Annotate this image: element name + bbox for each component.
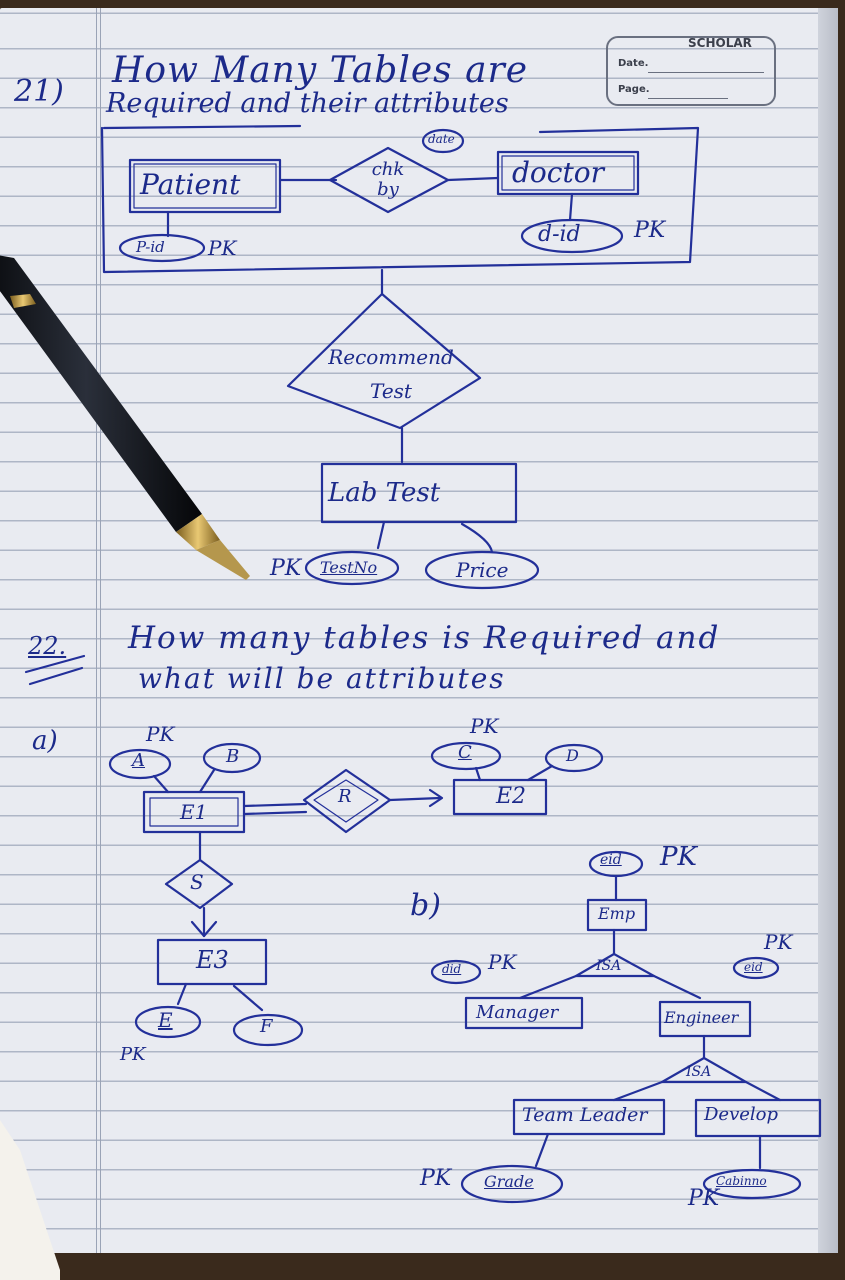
question-22-title-2: what will be attributes [138, 662, 506, 695]
price-label: Price [456, 558, 509, 582]
b-label: B [226, 746, 240, 767]
s-label: S [190, 870, 204, 894]
lab-test-label: Lab Test [328, 478, 441, 508]
question-22-number: 22. [28, 632, 67, 660]
c-attribute [430, 741, 502, 771]
paper-scrap [0, 1120, 60, 1280]
isa-label-2: ISA [686, 1064, 712, 1080]
r-identifying-relationship [302, 768, 392, 834]
grade-attribute [460, 1164, 564, 1204]
date-line [648, 72, 764, 73]
cabinno-label: Cabinno [716, 1174, 767, 1188]
pk-label: PK [660, 842, 697, 872]
s-relationship [164, 858, 234, 910]
e1-label: E1 [180, 800, 208, 824]
engineer-label: Engineer [664, 1008, 739, 1027]
emp-entity [586, 898, 648, 932]
developer-entity [694, 1098, 822, 1138]
pk-label: PK [120, 1044, 146, 1065]
margin-line [96, 8, 97, 1253]
test-no-label: TestNo [320, 558, 378, 577]
doctor-label: doctor [512, 156, 604, 189]
date-label: Date. [618, 58, 649, 69]
e3-entity [156, 938, 268, 986]
pk-label: PK [488, 950, 517, 974]
manager-label: Manager [476, 1002, 559, 1023]
margin-line [100, 8, 101, 1253]
pk-label: PK [270, 556, 302, 581]
p-id-label: P-id [136, 238, 165, 256]
isa-triangle-1 [574, 952, 656, 978]
d-label: D [566, 746, 579, 765]
recommend-test-relationship [286, 292, 482, 430]
a-attribute [108, 748, 172, 780]
e-label: E [158, 1008, 173, 1032]
price-attribute [424, 550, 540, 590]
pk-label: PK [634, 218, 666, 243]
date-page-box [606, 36, 776, 106]
lab-test-entity [320, 462, 518, 524]
a-label: A [132, 750, 145, 771]
isa-triangle-2 [660, 1056, 748, 1084]
r-label: R [338, 786, 352, 807]
pk-label: PK [208, 236, 237, 260]
d-id-attribute [520, 218, 624, 254]
question-22-title: How many tables is Required and [128, 620, 721, 656]
eid-attribute-2 [732, 956, 780, 980]
brand-label: SCHOLAR [688, 36, 752, 50]
team-leader-label: Team Leader [522, 1104, 648, 1126]
cabinno-attribute [702, 1168, 802, 1200]
did-attribute [430, 959, 482, 985]
b-attribute [202, 742, 262, 774]
aggregation-box [100, 126, 700, 274]
date-label: date [428, 132, 455, 146]
pk-label: PK [146, 722, 175, 746]
d-attribute [544, 743, 604, 773]
notebook-page [0, 8, 838, 1253]
doctor-entity [496, 150, 640, 196]
recommend-test-label: Recommend Test [328, 345, 454, 403]
test-no-attribute [304, 550, 400, 586]
pk-label: PK [420, 1166, 452, 1191]
page-line [648, 98, 728, 99]
pk-label: PK [470, 714, 499, 738]
did-label: did [442, 962, 462, 976]
d-id-label: d-id [538, 222, 581, 247]
team-leader-entity [512, 1098, 666, 1136]
e2-label: E2 [496, 784, 527, 809]
date-attribute [421, 128, 465, 154]
eid-label: eid [600, 852, 622, 868]
e3-label: E3 [196, 946, 229, 974]
developer-label: Develop [704, 1104, 779, 1125]
e1-weak-entity [142, 790, 246, 834]
part-b-label: b) [410, 888, 441, 923]
question-21-title: How Many Tables are [112, 50, 529, 91]
emp-label: Emp [598, 904, 636, 923]
chk-by-label: chk by [371, 159, 405, 200]
eid-label-2: eid [744, 960, 763, 974]
part-a-label: a) [32, 726, 58, 756]
manager-entity [464, 996, 584, 1030]
question-21-number: 21) [14, 74, 64, 109]
page-label: Page. [618, 84, 650, 95]
f-label: F [260, 1016, 273, 1037]
patient-entity [128, 158, 282, 214]
chk-by-relationship [328, 146, 450, 214]
pk-label: PK [688, 1186, 720, 1211]
e-attribute [134, 1005, 202, 1039]
e2-entity [452, 778, 548, 816]
p-id-attribute [118, 233, 206, 263]
notebook-binding [818, 8, 838, 1253]
f-attribute [232, 1013, 304, 1047]
c-label: C [458, 742, 472, 763]
patient-label: Patient [140, 168, 241, 201]
question-21-title-2: Required and their attributes [106, 88, 509, 119]
pk-label: PK [764, 930, 793, 954]
pen-image [0, 255, 250, 580]
isa-label: ISA [596, 958, 622, 974]
grade-label: Grade [484, 1172, 534, 1191]
